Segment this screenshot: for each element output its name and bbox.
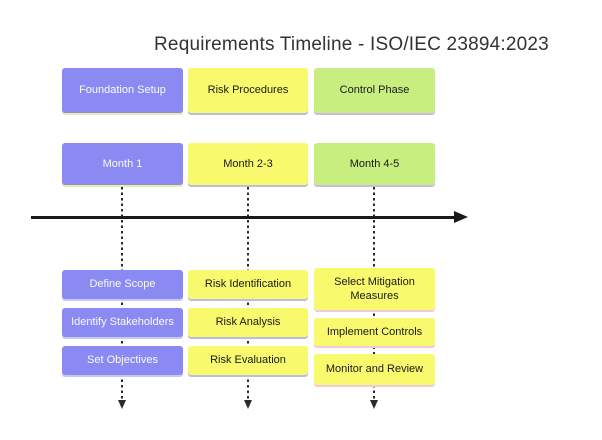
timeline-axis	[31, 216, 455, 219]
period-month-4-5: Month 4-5	[314, 143, 435, 185]
phase-header-foundation-setup: Foundation Setup	[62, 68, 183, 113]
period-month-1: Month 1	[62, 143, 183, 185]
task-risk-evaluation: Risk Evaluation	[188, 346, 308, 375]
diagram-title: Requirements Timeline - ISO/IEC 23894:20…	[154, 34, 549, 55]
task-implement-controls: Implement Controls	[314, 318, 435, 346]
timeline-axis-arrowhead-icon	[454, 211, 468, 223]
task-define-scope: Define Scope	[62, 270, 183, 299]
period-month-2-3: Month 2-3	[188, 143, 308, 185]
task-risk-identification: Risk Identification	[188, 270, 308, 299]
phase-header-control-phase: Control Phase	[314, 68, 435, 113]
phase-header-risk-procedures: Risk Procedures	[188, 68, 308, 113]
task-identify-stakeholders: Identify Stakeholders	[62, 308, 183, 337]
arrow-down-icon	[243, 400, 252, 409]
arrow-down-icon	[369, 400, 378, 409]
task-select-mitigation-measures: Select Mitigation Measures	[314, 268, 435, 310]
arrow-down-icon	[117, 400, 126, 409]
task-risk-analysis: Risk Analysis	[188, 308, 308, 337]
task-set-objectives: Set Objectives	[62, 346, 183, 375]
task-monitor-and-review: Monitor and Review	[314, 354, 435, 385]
